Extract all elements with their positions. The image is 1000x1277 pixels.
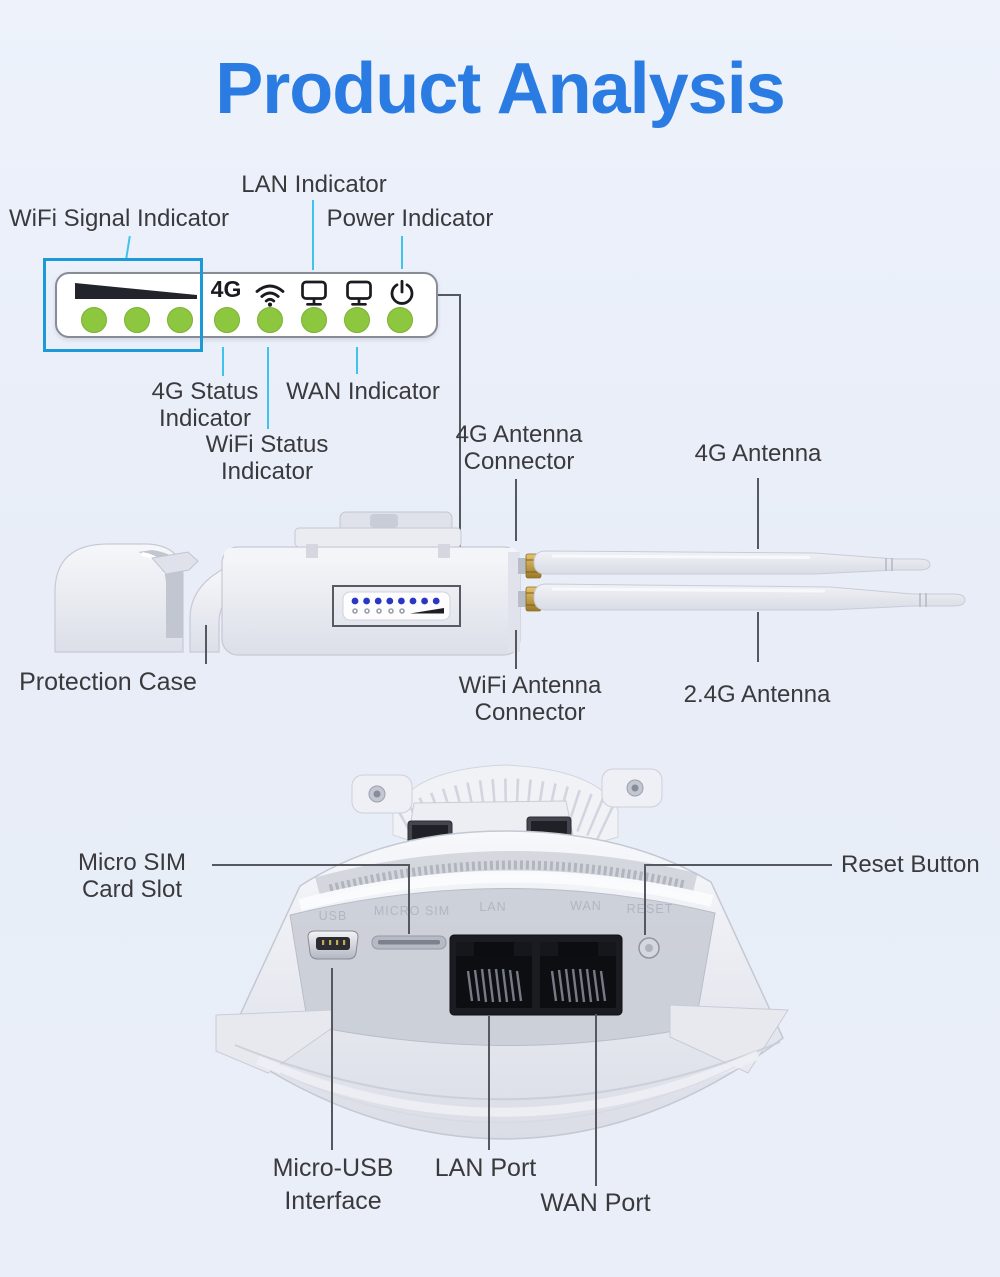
label-lan-port: LAN Port — [434, 1154, 537, 1182]
foot-left — [215, 1009, 333, 1074]
label-wifi-status-indicator: WiFi Status Indicator — [194, 431, 340, 485]
antenna-24g-part — [533, 583, 966, 611]
label-reset-button: Reset Button — [841, 851, 980, 878]
label-24g-antenna: 2.4G Antenna — [683, 681, 831, 708]
device-led-strip — [332, 585, 461, 627]
label-4g-antenna-connector: 4G Antenna Connector — [444, 421, 594, 475]
callout-line-wifi-connector — [515, 630, 517, 669]
protection-case — [54, 543, 199, 653]
lan-monitor-icon — [301, 280, 327, 306]
callout-line-protection-case — [205, 625, 207, 664]
led-wifi-signal-1 — [81, 307, 107, 333]
wan-monitor-icon — [346, 280, 372, 306]
led-4g-status — [214, 307, 240, 333]
engraved-wan: WAN — [570, 899, 602, 913]
led-indicator-panel: 4G — [55, 272, 438, 338]
label-line: 4G Status — [151, 378, 259, 405]
engraved-lan: LAN — [479, 900, 506, 914]
label-wan-port: WAN Port — [540, 1189, 651, 1217]
antenna-4g-part — [533, 550, 931, 575]
led-wifi-signal-2 — [124, 307, 150, 333]
router-bottom-view: USB MICRO SIM LAN WAN RESET — [215, 764, 789, 1140]
label-line: Micro-USB — [272, 1154, 394, 1182]
power-icon — [390, 279, 414, 305]
callout-line-usb — [331, 968, 333, 1150]
label-wifi-signal-indicator: WiFi Signal Indicator — [8, 205, 230, 232]
engraved-usb: USB — [319, 909, 348, 923]
micro-sim-slot — [371, 935, 447, 950]
label-lan-indicator: LAN Indicator — [241, 171, 387, 198]
lan-port-jack — [456, 942, 532, 1008]
micro-usb-port — [307, 930, 359, 960]
mount-ear-left — [351, 774, 413, 814]
label-wan-indicator: WAN Indicator — [286, 378, 440, 405]
4g-icon: 4G — [210, 276, 242, 302]
led-lan — [301, 307, 327, 333]
wifi-icon — [255, 284, 285, 307]
label-line: Indicator — [158, 405, 252, 432]
label-4g-status-indicator: 4G Status Indicator — [145, 378, 265, 432]
label-line: Micro SIM — [78, 849, 186, 876]
callout-line-4g-status — [222, 347, 224, 376]
label-line: 4G Antenna — [455, 421, 583, 448]
label-micro-usb-interface: Micro-USB Interface — [258, 1152, 408, 1218]
callout-line-lan-port — [488, 1016, 490, 1150]
callout-line-power — [401, 236, 403, 269]
callout-line-wifi-status — [267, 347, 269, 429]
foot-right — [669, 1004, 789, 1074]
label-line: Connector — [463, 448, 575, 475]
label-protection-case: Protection Case — [19, 668, 197, 696]
mount-ear-right — [601, 768, 663, 808]
callout-line-4g-connector — [515, 479, 517, 541]
reset-button — [638, 937, 660, 959]
engraved-reset: RESET — [627, 902, 674, 916]
callout-line-lan — [312, 200, 314, 270]
callout-line-24g-antenna — [757, 612, 759, 662]
label-4g-antenna: 4G Antenna — [694, 440, 822, 467]
label-line: Interface — [284, 1187, 382, 1215]
mounting-bracket — [294, 511, 462, 558]
label-micro-sim-card-slot: Micro SIM Card Slot — [53, 849, 211, 903]
engraved-port-names: USB MICRO SIM LAN WAN RESET — [319, 899, 674, 923]
page-title: Product Analysis — [215, 49, 786, 129]
label-power-indicator: Power Indicator — [326, 205, 494, 232]
label-line: Card Slot — [81, 876, 183, 903]
callout-line-sim-h — [212, 864, 410, 866]
callout-line-reset-h — [644, 864, 832, 866]
callout-line-reset-v — [644, 864, 646, 935]
callout-line-wifi-signal — [125, 235, 131, 260]
bottom-rim — [234, 1041, 781, 1124]
wifi-signal-highlight-box — [43, 258, 203, 352]
label-wifi-antenna-connector: WiFi Antenna Connector — [450, 672, 610, 726]
callout-line-sim-v — [408, 864, 410, 934]
led-wifi-signal-3 — [167, 307, 193, 333]
led-wifi-status — [257, 307, 283, 333]
callout-line-wan-port — [595, 1014, 597, 1186]
callout-line-wan — [356, 347, 358, 374]
led-wan — [344, 307, 370, 333]
led-power — [387, 307, 413, 333]
label-line: Indicator — [220, 458, 314, 485]
label-line: Connector — [474, 699, 586, 726]
callout-line-4g-antenna — [757, 478, 759, 549]
engraved-micro-sim: MICRO SIM — [374, 904, 450, 918]
label-line: WiFi Antenna — [458, 672, 602, 699]
panel-connector-line-v — [459, 294, 461, 588]
wan-port-jack — [540, 942, 616, 1008]
label-line: WiFi Status — [205, 431, 329, 458]
ethernet-port-block — [449, 934, 623, 1016]
panel-connector-line-h — [438, 294, 461, 296]
router-side-view — [54, 511, 966, 656]
